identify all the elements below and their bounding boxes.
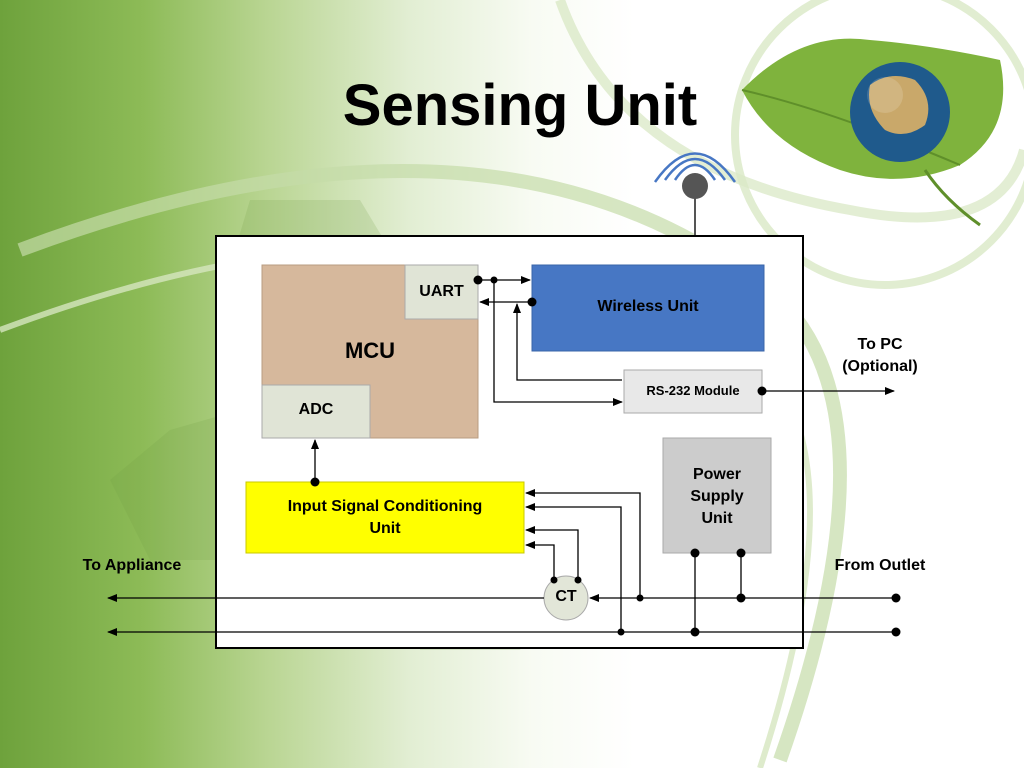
junction-dots bbox=[310, 275, 901, 637]
to-pc-line-1: To PC bbox=[857, 336, 903, 353]
adc-label: ADC bbox=[298, 401, 334, 418]
input-conditioning-line-1: Input Signal Conditioning bbox=[287, 498, 483, 515]
input-conditioning-label: Input Signal Conditioning Unit bbox=[246, 496, 524, 540]
rs232-module-block bbox=[623, 369, 763, 414]
wireless-unit-block bbox=[531, 264, 765, 352]
antenna-icon bbox=[653, 152, 737, 265]
ct-label: CT bbox=[555, 588, 577, 605]
uart-port bbox=[404, 264, 479, 320]
power-supply-block bbox=[662, 437, 772, 554]
power-supply-label: Power Supply Unit bbox=[663, 464, 771, 530]
power-supply-line-1: Power bbox=[692, 466, 741, 483]
wireless-unit-label: Wireless Unit bbox=[597, 298, 699, 315]
mcu-label: MCU bbox=[344, 338, 396, 363]
to-pc-line-2: (Optional) bbox=[842, 358, 918, 375]
power-supply-line-2: Supply bbox=[690, 488, 744, 505]
rs232-module-label: RS-232 Module bbox=[646, 383, 740, 398]
from-outlet-label: From Outlet bbox=[834, 557, 926, 574]
slide-title: Sensing Unit bbox=[342, 73, 698, 138]
to-appliance-label: To Appliance bbox=[82, 557, 182, 574]
power-supply-line-3: Unit bbox=[701, 510, 733, 527]
adc-port bbox=[261, 384, 371, 439]
input-conditioning-block bbox=[245, 481, 525, 554]
globe-leaf-image bbox=[741, 38, 1004, 227]
to-pc-label: To PC (Optional) bbox=[820, 334, 940, 378]
input-conditioning-line-2: Unit bbox=[369, 520, 401, 537]
uart-label: UART bbox=[419, 283, 464, 300]
